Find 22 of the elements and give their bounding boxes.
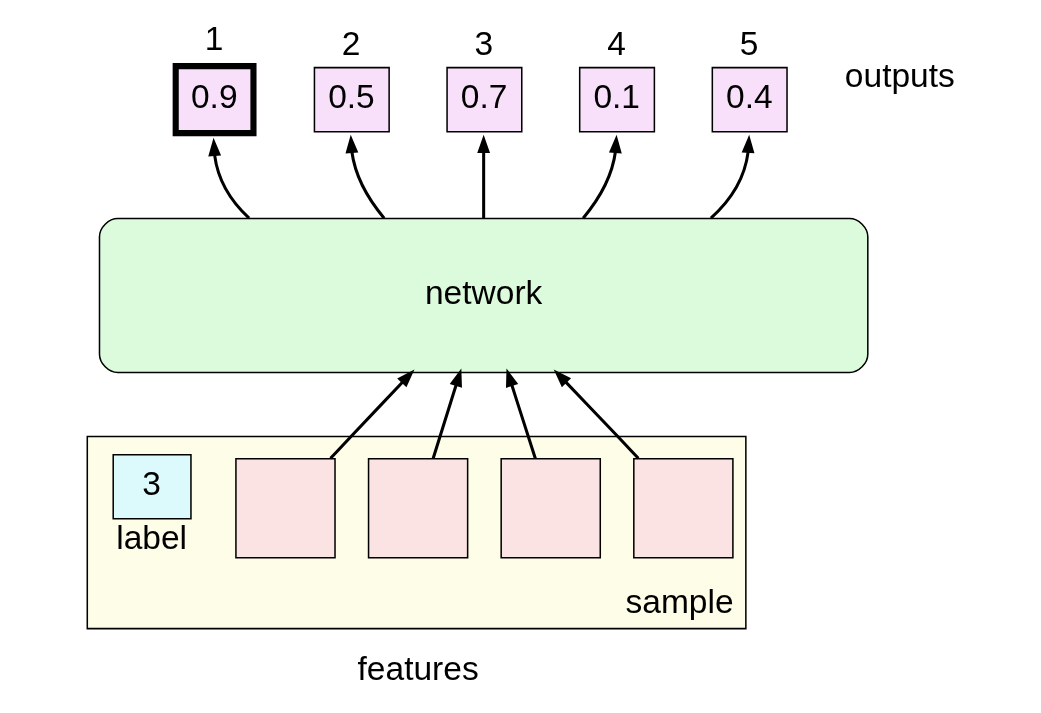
arrow	[581, 134, 622, 220]
node-box	[632, 457, 734, 559]
node-box	[234, 457, 336, 559]
arrow	[345, 134, 385, 220]
node-box: network	[98, 217, 869, 374]
label: outputs	[844, 56, 955, 94]
arrow	[476, 134, 490, 219]
node-label: 5	[739, 24, 758, 62]
node-label: 2	[341, 24, 361, 62]
node-label: 3	[474, 24, 493, 62]
arrow	[709, 134, 754, 220]
node-box	[499, 457, 601, 559]
node-label: 4	[606, 24, 626, 62]
arrow	[328, 369, 414, 460]
label: features	[357, 649, 479, 687]
node-label: 1	[204, 20, 223, 58]
node-label: label	[115, 518, 187, 556]
arrow	[505, 368, 537, 460]
arrow	[431, 368, 462, 459]
arrow	[207, 137, 250, 220]
node-box	[367, 457, 468, 559]
arrow	[553, 369, 639, 460]
